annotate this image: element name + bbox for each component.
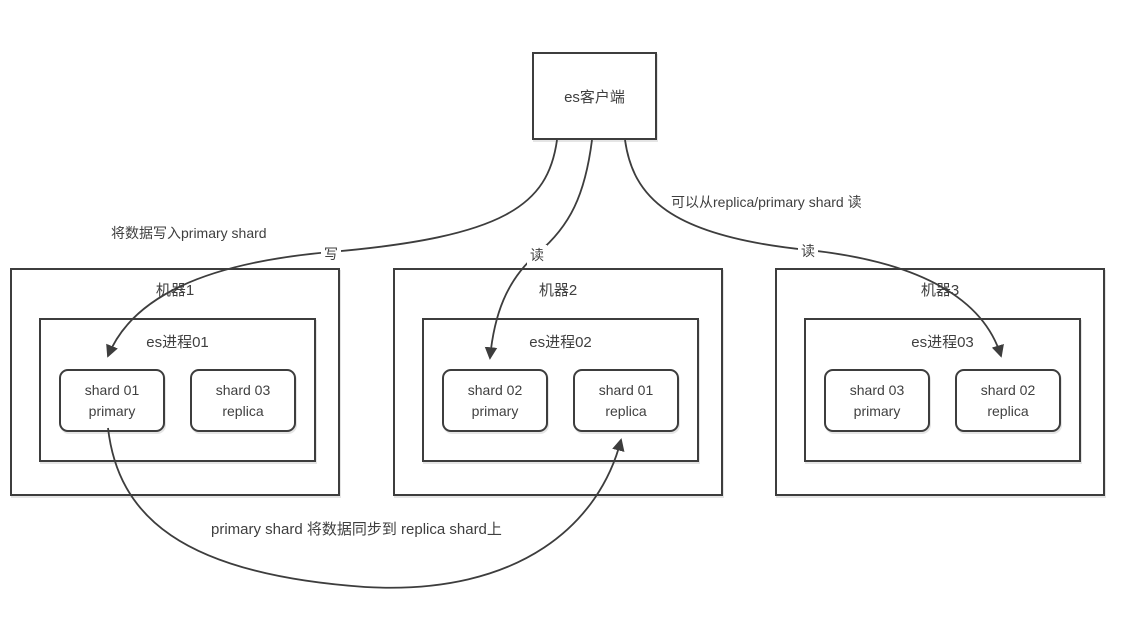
es-client-label: es客户端	[564, 88, 625, 106]
shard-01-primary-box: shard 01 primary	[59, 369, 165, 432]
read-note: 可以从replica/primary shard 读	[671, 194, 862, 210]
sync-note: primary shard 将数据同步到 replica shard上	[211, 521, 502, 538]
process-2-label: es进程02	[529, 334, 592, 351]
es-client-box: es客户端	[532, 52, 657, 140]
shard-02-replica-box: shard 02 replica	[955, 369, 1061, 432]
machine-2-box: 机器2 es进程02 shard 02 primary shard 01 rep…	[393, 268, 723, 496]
process-1-label: es进程01	[146, 334, 209, 351]
write-note: 将数据写入primary shard	[111, 225, 267, 241]
process-3-box: es进程03 shard 03 primary shard 02 replica	[804, 318, 1081, 462]
shard-03-replica-box: shard 03 replica	[190, 369, 296, 432]
machine-2-label: 机器2	[538, 282, 578, 299]
machine-3-label: 机器3	[920, 282, 960, 299]
machine-3-box: 机器3 es进程03 shard 03 primary shard 02 rep…	[775, 268, 1105, 496]
process-1-box: es进程01 shard 01 primary shard 03 replica	[39, 318, 316, 462]
read-edge-right-label: 读	[798, 241, 818, 261]
write-edge-label: 写	[321, 244, 341, 264]
shard-01-replica-box: shard 01 replica	[573, 369, 679, 432]
process-3-label: es进程03	[911, 334, 974, 351]
shard-02-primary-box: shard 02 primary	[442, 369, 548, 432]
machine-1-label: 机器1	[155, 282, 195, 299]
process-2-box: es进程02 shard 02 primary shard 01 replica	[422, 318, 699, 462]
machine-1-box: 机器1 es进程01 shard 01 primary shard 03 rep…	[10, 268, 340, 496]
read-edge-mid-label: 读	[527, 245, 547, 265]
shard-03-primary-box: shard 03 primary	[824, 369, 930, 432]
